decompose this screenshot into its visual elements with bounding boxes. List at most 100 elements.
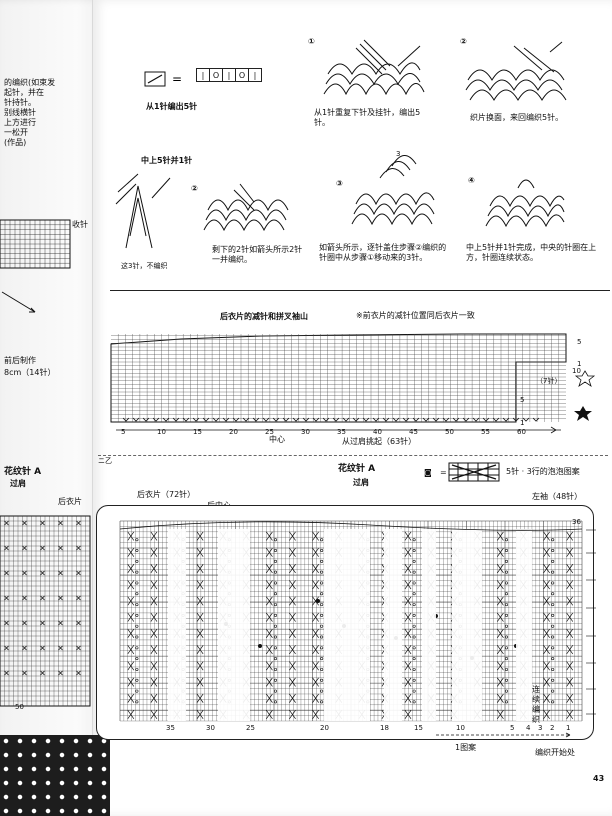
shoulder-star-outline xyxy=(574,370,596,387)
pattern-mini-top-right: 36 xyxy=(572,518,581,526)
pattern-bottom-number: 20 xyxy=(320,724,329,732)
shoulder-right-number-1: 1 xyxy=(577,360,582,368)
shoulder-bottom-number: 55 xyxy=(481,428,490,436)
top-step-1-text: 从1针重复下针及挂针，编出5针。 xyxy=(314,108,421,127)
shoulder-chart-title: 后衣片的减针和拼叉袖山 xyxy=(220,312,308,321)
middle-step-3-number: ③ xyxy=(336,179,343,188)
pattern-bottom-number: 10 xyxy=(456,724,465,732)
left-grid-lines xyxy=(0,219,71,269)
left-pattern-subtitle: 过肩 xyxy=(10,479,26,488)
shoulder-bottom-number: 50 xyxy=(445,428,454,436)
shoulder-right-number-10: 10 xyxy=(572,367,581,375)
shoulder-star-filled xyxy=(574,406,592,421)
pattern-bottom-number: 30 xyxy=(206,724,215,732)
pattern-continuous-label: 连续编织 xyxy=(532,685,540,724)
pattern-bottom-number: 15 xyxy=(414,724,423,732)
top-step-2-illustration xyxy=(465,41,567,101)
shoulder-bottom-number: 25 xyxy=(265,428,274,436)
pattern-top-right-label: 左袖（48针） xyxy=(532,492,583,501)
middle-step-1-illustration xyxy=(115,173,171,249)
pattern-bobble-1 xyxy=(258,644,262,648)
formula-graphic: = xyxy=(144,71,182,87)
svg-text:=: = xyxy=(172,72,182,86)
pattern-bottom-number: 1 xyxy=(566,724,570,732)
shoulder-side-number-5: 5 xyxy=(520,396,525,404)
formula-symbol-2: O xyxy=(210,69,223,81)
pattern-bottom-number: 25 xyxy=(246,724,255,732)
middle-step-4-number: ④ xyxy=(468,176,475,185)
shoulder-bottom-number: 40 xyxy=(373,428,382,436)
pattern-gap-0 xyxy=(168,529,186,721)
top-step-2-text: 织片换面，来回编织5针。 xyxy=(470,113,564,122)
middle-title: 中上5针并1针 xyxy=(141,156,193,165)
shoulder-center-label: 中心 xyxy=(269,435,285,444)
pattern-gap-2 xyxy=(324,529,370,721)
shoulder-bottom-number: 10 xyxy=(157,428,166,436)
shoulder-bottom-number: 5 xyxy=(121,428,125,436)
pattern-gap-5 xyxy=(452,529,482,721)
middle-step-4-illustration xyxy=(485,179,565,228)
left-num-50: 50 xyxy=(15,703,24,711)
left-paragraph: 的编织(如束发 起针，并在 针持针。 别线横针 上方进行 一松开 (作品) xyxy=(4,78,56,147)
left-pattern-lines xyxy=(0,515,91,707)
shoulder-chart-note: ※前衣片的减针位置同后衣片一致 xyxy=(356,311,475,320)
shoulder-shape xyxy=(110,333,567,423)
pattern-chart-title: 花纹针 A xyxy=(338,464,376,474)
pattern-bottom-note: 1图案 xyxy=(455,743,477,752)
shoulder-right-number-5: 5 xyxy=(577,338,582,346)
formula-title: 从1针编出5针 xyxy=(146,102,198,111)
pattern-legend-equal: = xyxy=(440,468,447,477)
left-measure-label: 8cm（14针） xyxy=(4,368,56,377)
left-grid-arrow-line xyxy=(1,291,36,313)
left-side-label: 收针 xyxy=(72,220,88,229)
middle-step-2-text: 剩下的2针如箭头所示2针一并编织。 xyxy=(212,245,303,264)
pattern-bottom-number: 5 xyxy=(510,724,514,732)
left-pattern-grid xyxy=(0,515,91,707)
pattern-bottom-number: 18 xyxy=(380,724,389,732)
middle-step-2-number: ② xyxy=(191,184,198,193)
left-back-label: 后衣片 xyxy=(58,497,82,506)
shoulder-bottom-number: 30 xyxy=(301,428,310,436)
middle-small-number: 3 xyxy=(396,150,401,158)
left-grid-chart xyxy=(0,219,71,313)
shoulder-bottom-number: 15 xyxy=(193,428,202,436)
middle-step-3-text: 如箭头所示，逐针盖住步骤②编织的针圈中从步骤①移动来的3针。 xyxy=(319,243,447,262)
shoulder-bottom-caption: 从过肩挑起（63针） xyxy=(342,437,417,446)
formula-symbol-5: | xyxy=(253,70,257,80)
pattern-grid-lines xyxy=(119,520,583,722)
pattern-bottom-number: 4 xyxy=(526,724,531,732)
pattern-bottom-number: 35 xyxy=(166,724,175,732)
formula-symbol-1: | xyxy=(197,69,210,81)
middle-left-note: 这3针，不编织 xyxy=(121,262,168,270)
pattern-top-left-label: 后衣片（72针） xyxy=(137,490,196,499)
polka-dot-background xyxy=(0,735,110,816)
formula-symbol-3: | xyxy=(223,69,236,81)
pattern-gap-1 xyxy=(218,529,250,721)
pattern-start-label: 编织开始处 xyxy=(535,748,575,757)
formula-symbol-4: O xyxy=(236,69,249,81)
shoulder-side-number-1: 1 xyxy=(520,419,525,427)
pattern-overlays: 353025201510513530252018151054321 xyxy=(119,521,596,738)
left-pattern-symbols xyxy=(4,520,81,676)
pattern-gap-6 xyxy=(516,529,532,721)
pattern-gap-4 xyxy=(422,529,436,721)
left-footer-label: 前后制作 xyxy=(4,356,36,365)
pattern-legend-text: 5针 · 3行的泡泡图案 xyxy=(506,467,580,476)
pattern-bobble-2 xyxy=(316,599,320,603)
pattern-bottom-number: 2 xyxy=(550,724,554,732)
pattern-legend-symbol: ◙ xyxy=(424,468,432,477)
pattern-chart-subtitle: 过肩 xyxy=(353,478,369,487)
pattern-chart: 353025201510513530252018151054321 xyxy=(119,520,596,738)
shoulder-bottom-number: 20 xyxy=(229,428,238,436)
pattern-legend-graphic xyxy=(448,462,500,482)
middle-step-2-illustration xyxy=(203,183,289,232)
top-step-1-illustration xyxy=(323,39,425,96)
page-number: 43 xyxy=(593,774,605,783)
shoulder-grid-lines xyxy=(110,333,567,423)
top-step-2-number: ② xyxy=(460,37,467,46)
shoulder-bottom-number: 60 xyxy=(517,428,526,436)
shoulder-bottom-number: 35 xyxy=(337,428,346,436)
top-step-1-number: ① xyxy=(308,37,315,46)
shoulder-star-label: （7针） xyxy=(536,377,562,385)
